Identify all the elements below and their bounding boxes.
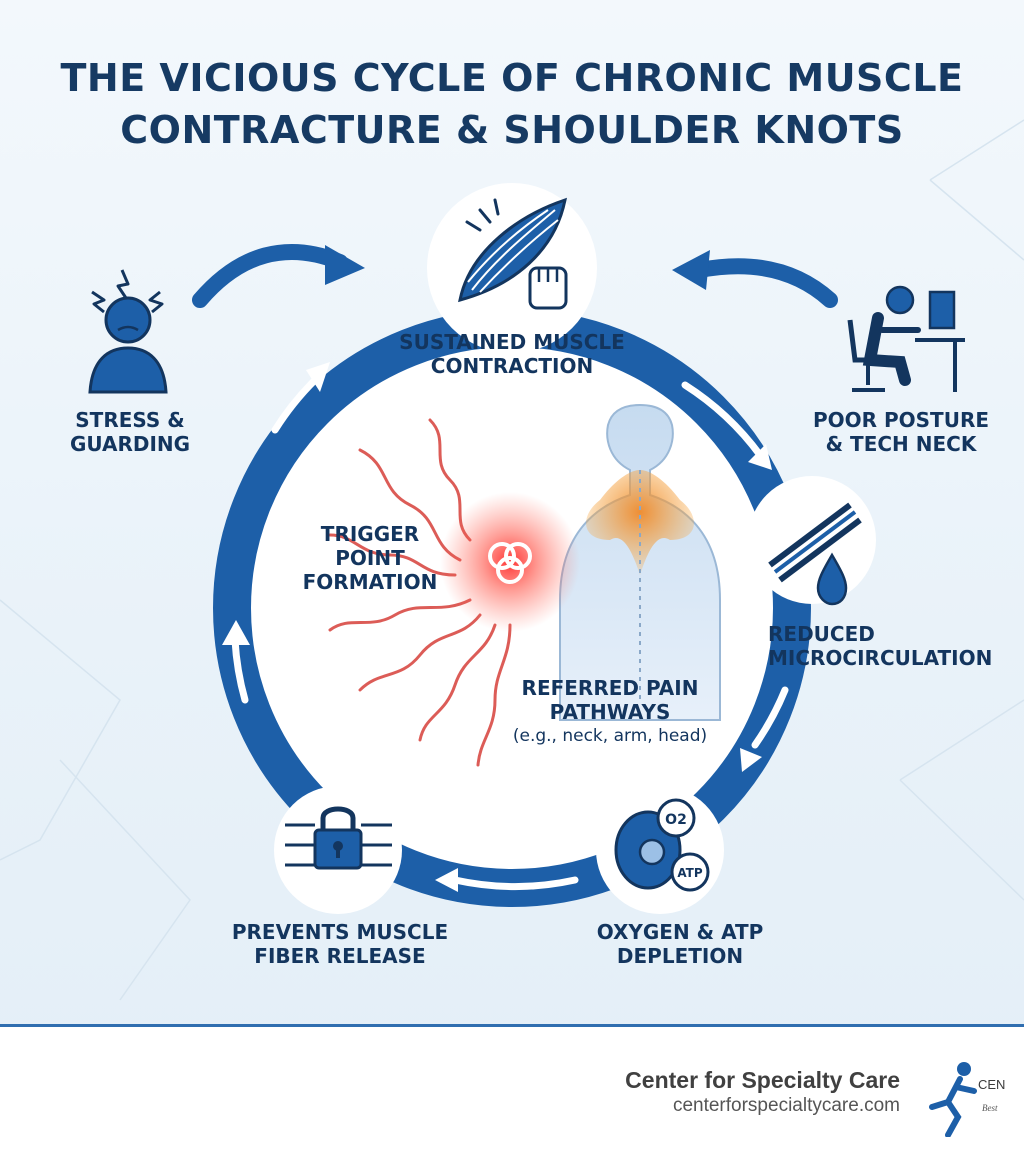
o2-label: O2 [665,812,687,828]
referred-line-3: (e.g., neck, arm, head) [512,726,708,746]
brand-url[interactable]: centerforspecialtycare.com [672,1095,900,1116]
title-line-2: CONTRACTURE & SHOULDER KNOTS [120,108,904,152]
micro-line-2: MICROCIRCULATION [768,646,993,670]
stress-line-1: STRESS & [75,408,185,432]
outer-arrows [192,243,838,308]
desk-posture-icon [847,285,965,392]
posture-line-2: & TECH NECK [825,432,977,456]
label-referred-pain: REFERRED PAIN PATHWAYS (e.g., neck, arm,… [490,676,730,748]
label-reduced-microcirculation: REDUCED MICROCIRCULATION [768,622,1004,670]
prevents-line-2: FIBER RELEASE [254,944,426,968]
trigger-line-1: TRIGGER [320,522,420,546]
brand-logo: CEN Best [929,1062,1005,1137]
label-stress-guarding: STRESS & GUARDING [40,408,220,456]
footer: Center for Specialty Care centerforspeci… [0,1024,1024,1157]
logo-sub: Best [982,1103,998,1113]
referred-line-2: PATHWAYS [549,700,671,724]
stressed-person-icon [88,269,168,394]
label-poor-posture: POOR POSTURE & TECH NECK [796,408,1006,456]
microcirculation-icon-circle [748,476,876,604]
cell-icon: O2 ATP [614,798,710,892]
atp-label: ATP [677,866,703,880]
brand-name: Center for Specialty Care [625,1067,900,1093]
stress-line-2: GUARDING [69,432,191,456]
posture-line-1: POOR POSTURE [812,408,990,432]
muscle-fist-icon [458,197,568,310]
ring-arrowheads [222,362,772,892]
micro-line-1: REDUCED [768,622,875,646]
outer-arrowheads [325,245,710,290]
depletion-line-2: DEPLETION [616,944,744,968]
label-oxygen-atp-depletion: OXYGEN & ATP DEPLETION [560,920,800,968]
trigger-point-knot-icon [440,492,580,632]
prevents-line-1: PREVENTS MUSCLE [231,920,449,944]
sustained-line-1: SUSTAINED MUSCLE [399,330,625,354]
title-line-1: THE VICIOUS CYCLE OF CHRONIC MUSCLE [60,56,964,100]
label-trigger-point-formation: TRIGGER POINT FORMATION [290,522,450,594]
trigger-line-2: POINT [335,546,405,570]
back-body-figure [559,403,721,721]
depletion-line-1: OXYGEN & ATP [596,920,764,944]
ring-arrows [231,376,789,890]
vessel-droplet-icon [768,502,862,606]
sustained-line-2: CONTRACTION [430,354,594,378]
padlock-fibers-icon [285,806,392,870]
logo-text: CEN [978,1077,1005,1092]
label-prevents-fiber-release: PREVENTS MUSCLE FIBER RELEASE [205,920,475,968]
page-title: THE VICIOUS CYCLE OF CHRONIC MUSCLE CONT… [0,52,1024,156]
referred-line-1: REFERRED PAIN [521,676,699,700]
trigger-line-3: FORMATION [302,570,438,594]
label-sustained-contraction: SUSTAINED MUSCLE CONTRACTION [372,330,652,378]
referred-pain-waves [328,418,512,767]
